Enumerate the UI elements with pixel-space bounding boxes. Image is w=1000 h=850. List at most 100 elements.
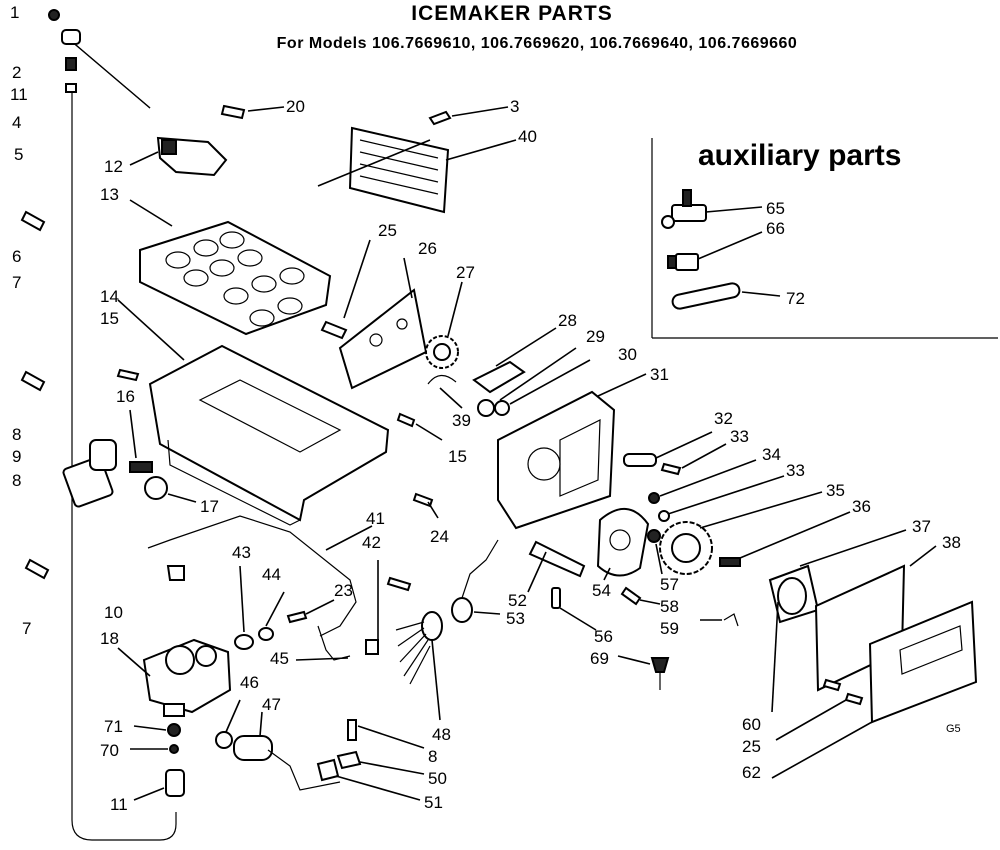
part-31-motor-housing [497,373,647,530]
part-14-mold-frame [116,299,443,526]
callout-42: 42 [362,533,381,552]
callout-26: 26 [418,239,437,258]
callout-labels: 1 2 11 4 5 6 7 8 9 8 7 10 18 71 70 11 12… [10,3,961,814]
auxiliary-parts-box: auxiliary parts [651,138,998,339]
part-25-bolt [320,239,371,340]
callout-36: 36 [852,497,871,516]
diagram-subtitle: For Models 106.7669610, 106.7669620, 106… [277,35,798,52]
callout-8-top: 8 [12,425,21,444]
part-13-ice-mold [129,199,332,336]
callout-33-bottom: 33 [786,461,805,480]
callout-35: 35 [826,481,845,500]
callout-7-top: 7 [12,273,21,292]
callout-58: 58 [660,597,679,616]
auxiliary-heading: auxiliary parts [698,139,901,172]
fill-tube-assembly [48,9,177,841]
callout-65: 65 [766,199,785,218]
callout-51: 51 [424,793,443,812]
callout-13: 13 [100,185,119,204]
callout-57: 57 [660,575,679,594]
part-48-wire-harness [395,611,443,721]
part-66-fitting [667,231,763,271]
left-screws [20,210,185,581]
part-28-shutoff-arm [472,327,557,394]
callout-37: 37 [912,517,931,536]
part-18-water-valve [117,638,232,717]
callout-15-right: 15 [448,447,467,466]
diagram-title: ICEMAKER PARTS [411,2,612,25]
part-27-gear [425,281,463,369]
parts-56-69 [551,587,670,690]
callout-32: 32 [714,409,733,428]
part-16-17-switch-arm [129,409,197,503]
parts-8-50-51 [316,719,425,801]
callout-28: 28 [558,311,577,330]
callout-70: 70 [100,741,119,760]
callout-9: 9 [12,447,21,466]
callout-40: 40 [518,127,537,146]
callout-34: 34 [762,445,781,464]
callout-24: 24 [430,527,449,546]
callout-54: 54 [592,581,611,600]
part-45-clip [295,625,379,661]
callout-18: 18 [100,629,119,648]
callout-3: 3 [510,97,519,116]
part-72-tube [671,282,781,310]
callout-15-left: 15 [100,309,119,328]
part-20-screw [220,104,285,120]
callout-17: 17 [200,497,219,516]
callout-4: 4 [12,113,21,132]
callout-47: 47 [262,695,281,714]
callout-44: 44 [262,565,281,584]
part-26-support-plate [338,257,428,390]
callout-2: 2 [12,63,21,82]
part-39-cam [427,374,463,409]
callout-41: 41 [366,509,385,528]
callout-1: 1 [10,3,19,22]
callout-6: 6 [12,247,21,266]
parts-60-25 [771,601,864,741]
callout-14: 14 [100,287,119,306]
part-36-shaft [719,511,851,567]
part-42-screw [377,560,412,640]
callout-39: 39 [452,411,471,430]
callout-8-bottom: 8 [428,747,437,766]
callout-59: 59 [660,619,679,638]
part-12-mold-handle [129,136,228,177]
callout-11-bottom: 11 [110,795,128,814]
callout-45: 45 [270,649,289,668]
corner-code: G5 [946,723,961,735]
callout-31: 31 [650,365,669,384]
callout-20: 20 [286,97,305,116]
callout-16: 16 [116,387,135,406]
callout-11-top: 11 [10,85,28,104]
callout-66: 66 [766,219,785,238]
callout-29: 29 [586,327,605,346]
part-24-screw [412,492,439,519]
callout-23: 23 [334,581,353,600]
callout-10: 10 [104,603,123,622]
callout-71: 71 [104,717,123,736]
callout-46: 46 [240,673,259,692]
callout-38: 38 [942,533,961,552]
part-53-connector [451,539,501,623]
part-52-lever [527,540,586,593]
callout-25-top: 25 [378,221,397,240]
parts-32-33-34 [623,431,785,522]
part-41-heater-wire [147,515,373,637]
callout-25-bottom: 25 [742,737,761,756]
callout-12: 12 [104,157,123,176]
part-40-mount-plate [317,106,517,214]
parts-71-70-11 [130,723,185,801]
parts-57-58 [620,529,663,606]
callout-5: 5 [14,145,23,164]
callout-8-mid: 8 [12,471,21,490]
callout-33-top: 33 [730,427,749,446]
callout-69: 69 [590,649,609,668]
callout-7-bottom: 7 [22,619,31,638]
callout-72: 72 [786,289,805,308]
callout-48: 48 [432,725,451,744]
part-65-valve [661,189,763,229]
